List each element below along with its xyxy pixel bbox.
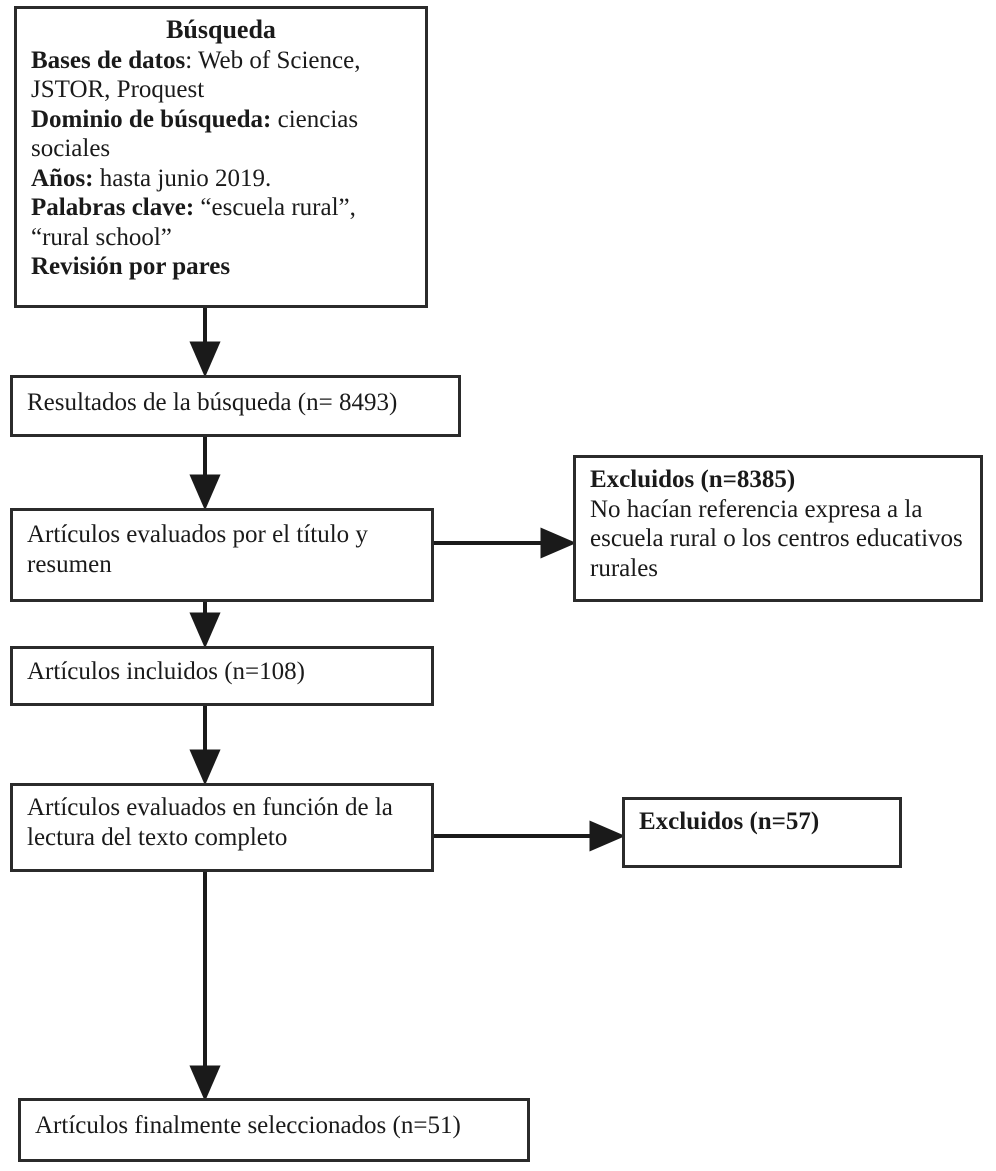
search-line-databases: Bases de datos: Web of Science, [31, 46, 411, 76]
search-line-domain: Dominio de búsqueda: ciencias [31, 105, 411, 135]
node-included-articles[interactable]: Artículos incluidos (n=108) [10, 646, 434, 706]
excluded-screening-content: Excluidos (n=8385) No hacían referencia … [576, 458, 980, 587]
search-label-years: Años: [31, 164, 94, 192]
search-results-content: Resultados de la búsqueda (n= 8493) [13, 378, 458, 422]
excluded-screening-heading: Excluidos (n=8385) [590, 466, 796, 493]
search-value-domain: ciencias [277, 105, 359, 133]
search-value-years: hasta junio 2019. [99, 164, 272, 192]
search-label-databases: Bases de datos [31, 46, 186, 74]
included-articles-text: Artículos incluidos (n=108) [27, 658, 305, 685]
node-final-articles[interactable]: Artículos finalmente seleccionados (n=51… [18, 1098, 530, 1162]
search-results-text: Resultados de la búsqueda (n= 8493) [27, 389, 398, 416]
search-line-keywords-cont: “rural school” [31, 223, 172, 251]
search-label-keywords: Palabras clave: [31, 194, 195, 222]
included-articles-content: Artículos incluidos (n=108) [13, 649, 431, 691]
search-value-databases: Web of Science, [197, 46, 361, 74]
search-line-keywords: Palabras clave: “escuela rural”, [31, 193, 411, 223]
search-label-domain: Dominio de búsqueda: [31, 105, 272, 133]
search-criteria-content: Búsqueda Bases de datos: Web of Science,… [17, 9, 425, 286]
search-criteria-heading: Búsqueda [166, 15, 276, 44]
node-excluded-screening[interactable]: Excluidos (n=8385) No hacían referencia … [573, 455, 983, 602]
screened-articles-text: Artículos evaluados por el título y resu… [27, 521, 368, 578]
excluded-screening-body: No hacían referencia expresa a la escuel… [590, 495, 963, 582]
node-search-results[interactable]: Resultados de la búsqueda (n= 8493) [10, 375, 461, 437]
final-articles-text: Artículos finalmente seleccionados (n=51… [35, 1112, 461, 1139]
search-line-peer-review: Revisión por pares [31, 253, 231, 281]
final-articles-content: Artículos finalmente seleccionados (n=51… [21, 1101, 527, 1145]
excluded-fulltext-content: Excluidos (n=57) [625, 800, 899, 841]
node-excluded-fulltext[interactable]: Excluidos (n=57) [622, 797, 902, 868]
search-sep-databases: : [185, 46, 198, 74]
node-screened-articles[interactable]: Artículos evaluados por el título y resu… [10, 508, 434, 602]
search-line-domain-cont: sociales [31, 135, 111, 163]
screened-articles-content: Artículos evaluados por el título y resu… [13, 511, 431, 583]
search-line-years: Años: hasta junio 2019. [31, 164, 411, 194]
search-value-keywords: “escuela rural”, [200, 194, 356, 222]
fulltext-assessed-text: Artículos evaluados en función de la lec… [27, 794, 393, 851]
node-search-criteria[interactable]: Búsqueda Bases de datos: Web of Science,… [14, 6, 428, 308]
search-line-databases-cont: JSTOR, Proquest [31, 76, 205, 104]
excluded-fulltext-heading: Excluidos (n=57) [639, 808, 820, 835]
node-fulltext-assessed[interactable]: Artículos evaluados en función de la lec… [10, 783, 434, 872]
fulltext-assessed-content: Artículos evaluados en función de la lec… [13, 786, 431, 856]
